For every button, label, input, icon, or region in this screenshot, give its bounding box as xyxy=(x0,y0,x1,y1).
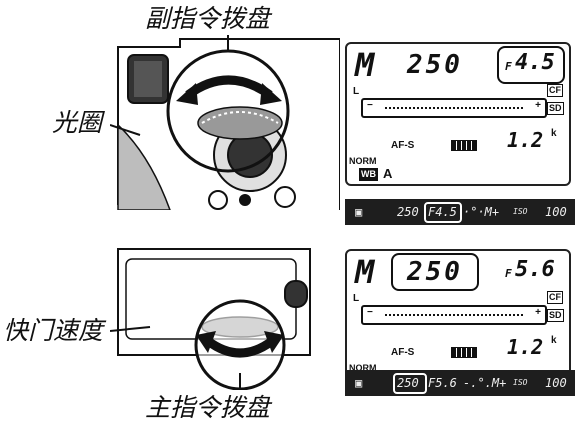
shots-remaining: 1.2 xyxy=(507,335,544,359)
control-panel-top: M 250 F 4.5 L CF SD − + AF-S 1.2 k NORM … xyxy=(345,42,571,186)
card-slot-cf: CF xyxy=(547,291,563,304)
vf-aperture: F5.6 xyxy=(428,376,457,390)
control-panel-bottom: M 250 F 5.6 L CF SD − + AF-S 1.2 k NORM … xyxy=(345,249,571,393)
vf-meter: ·°·M+ xyxy=(463,205,500,219)
wb-value: A xyxy=(383,166,393,181)
card-slot-sd: SD xyxy=(547,309,564,322)
main-dial-label: 主指令拨盘 xyxy=(145,393,271,422)
vf-shutter-highlight xyxy=(393,373,427,394)
exposure-meter: − + xyxy=(361,98,547,118)
battery-icon xyxy=(451,140,477,151)
shutter-speed-value: 250 xyxy=(407,50,463,80)
mode-indicator: L xyxy=(353,293,360,304)
meter-plus: + xyxy=(535,100,541,111)
exposure-mode: M xyxy=(355,46,375,84)
vf-iso-value: 100 xyxy=(545,376,567,390)
meter-minus: − xyxy=(367,307,373,318)
shots-unit: k xyxy=(551,335,557,346)
shutter-speed-label: 快门速度 xyxy=(3,316,104,345)
vf-iso-value: 100 xyxy=(545,205,567,219)
vf-iso-label: ISO xyxy=(513,207,528,216)
camera-top-illustration xyxy=(110,35,340,210)
viewfinder-top: ▣ 250 F4.5 ·°·M+ ISO 100 xyxy=(345,199,575,225)
focus-mode: AF-S xyxy=(391,140,415,151)
vf-aperture-highlight xyxy=(424,202,462,223)
aperture-label: 光圈 xyxy=(52,108,103,137)
aperture-value: 4.5 xyxy=(515,50,555,75)
aperture-value: 5.6 xyxy=(515,257,555,282)
focus-mode: AF-S xyxy=(391,347,415,358)
card-slot-cf: CF xyxy=(547,84,563,97)
exposure-mode: M xyxy=(355,253,375,291)
battery-icon xyxy=(451,347,477,358)
meter-minus: − xyxy=(367,100,373,111)
vf-shutter: 250 xyxy=(397,376,419,390)
aperture-prefix: F xyxy=(505,267,512,280)
shutter-speed-value: 250 xyxy=(407,257,463,287)
camera-bottom-illustration xyxy=(110,248,311,390)
viewfinder-bottom: ▣ 250 F5.6 -.°.M+ ISO 100 xyxy=(345,370,575,396)
aperture-prefix: F xyxy=(505,60,512,73)
mode-indicator: L xyxy=(353,86,360,97)
vf-meter: -.°.M+ xyxy=(463,376,507,390)
wb-label: WB xyxy=(359,168,378,181)
exposure-meter: − + xyxy=(361,305,547,325)
image-quality: NORM xyxy=(349,363,377,373)
metering-icon: ▣ xyxy=(355,376,363,390)
shots-unit: k xyxy=(551,128,557,139)
vf-shutter: 250 xyxy=(397,205,419,219)
shots-remaining: 1.2 xyxy=(507,128,544,152)
metering-icon: ▣ xyxy=(355,205,363,219)
aperture-highlight xyxy=(497,46,565,84)
vf-aperture: F4.5 xyxy=(428,205,457,219)
image-quality: NORM xyxy=(349,156,377,166)
vf-iso-label: ISO xyxy=(513,378,528,387)
card-slot-sd: SD xyxy=(547,102,564,115)
shutter-highlight xyxy=(391,253,479,291)
sub-dial-label: 副指令拨盘 xyxy=(145,4,271,33)
meter-plus: + xyxy=(535,307,541,318)
